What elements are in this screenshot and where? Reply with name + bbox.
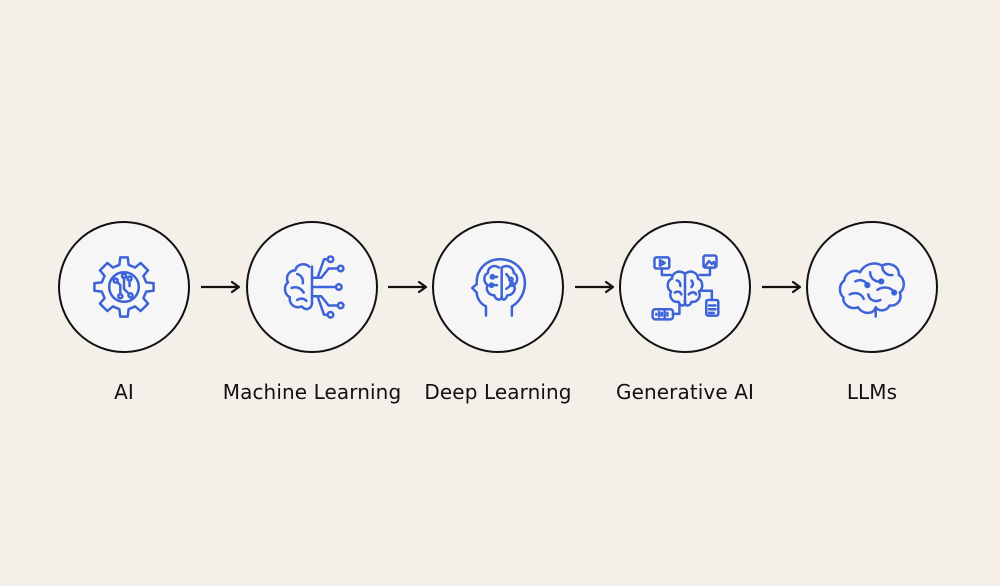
ai-node xyxy=(58,221,190,353)
machine-learning-brain-network-icon xyxy=(283,255,345,319)
stage-label-ai: AI xyxy=(114,380,134,404)
llms-node xyxy=(806,221,938,353)
arrow-right-icon xyxy=(762,280,802,294)
generative-ai-node xyxy=(619,221,751,353)
llms-brain-icon xyxy=(838,262,906,318)
machine-learning-node xyxy=(246,221,378,353)
arrow-right-icon xyxy=(201,280,241,294)
generative-ai-brain-media-icon xyxy=(651,254,720,321)
stage-label-machine-learning: Machine Learning xyxy=(222,380,402,404)
deep-learning-head-brain-icon xyxy=(470,257,527,317)
arrow-right-icon xyxy=(388,280,428,294)
stage-label-generative-ai: Generative AI xyxy=(615,380,755,404)
stage-label-deep-learning: Deep Learning xyxy=(424,380,572,404)
deep-learning-node xyxy=(432,221,564,353)
arrow-right-icon xyxy=(575,280,615,294)
stage-label-llms: LLMs xyxy=(846,380,898,404)
ai-gear-chip-icon xyxy=(93,256,155,318)
